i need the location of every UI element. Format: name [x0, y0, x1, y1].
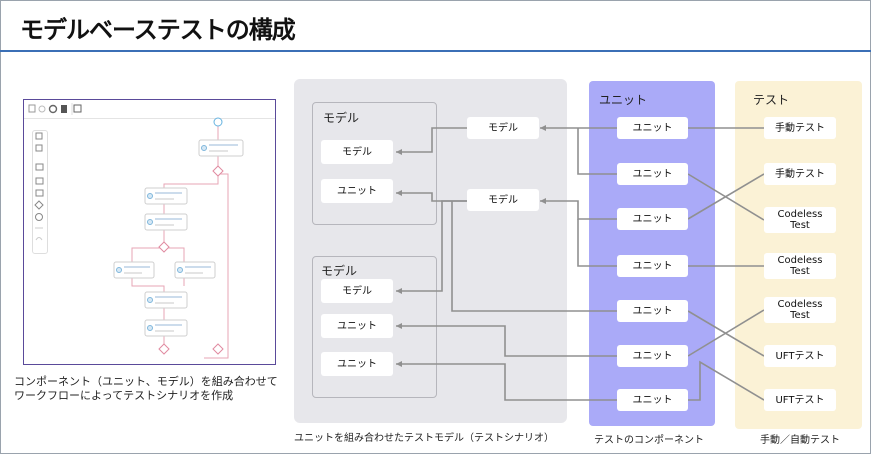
connector-unit6-to-test5 — [687, 309, 765, 357]
group2-model-box: モデル — [321, 279, 393, 303]
group2-unit-box-1: ユニット — [321, 314, 393, 338]
unit-box-1: ユニット — [617, 117, 688, 139]
connector-unit2-to-model1 — [577, 128, 617, 175]
screenshot-workflow-drawing — [28, 103, 244, 359]
test-box-uft-1: UFTテスト — [764, 345, 836, 367]
test-box-uft-2: UFTテスト — [764, 389, 836, 411]
connector-model2-to-group2-model — [396, 200, 467, 292]
test-area-footer: 手動／自動テスト — [760, 435, 840, 446]
caption-line-2: ワークフローによってテストシナリオを作成 — [14, 389, 234, 402]
test-box-codeless-1: Codeless Test — [764, 207, 836, 233]
screenshot-palette — [32, 130, 48, 254]
group1-unit-box: ユニット — [321, 179, 393, 203]
connector-unit3-to-test2 — [687, 173, 765, 220]
unit-box-4: ユニット — [617, 255, 688, 277]
model-group-2 — [312, 256, 437, 398]
model-area-footer: ユニットを組み合わせたテストモデル（テストシナリオ） — [294, 433, 554, 444]
unit-box-7: ユニット — [617, 389, 688, 411]
model-group-2-title: モデル — [321, 264, 358, 278]
middle-model-box-2: モデル — [467, 189, 539, 211]
test-box-manual-2: 手動テスト — [764, 163, 836, 185]
model-group-1-title: モデル — [323, 111, 360, 125]
connector-unit7-to-test7 — [688, 360, 765, 401]
connector-unit5-to-model2 — [451, 201, 617, 312]
group2-unit-box-2: ユニット — [321, 352, 393, 376]
connector-unit3-to-model2 — [540, 200, 617, 220]
connector-unit6-to-group2-unit1 — [396, 325, 617, 357]
unit-box-3: ユニット — [617, 208, 688, 230]
workflow-screenshot — [23, 99, 276, 365]
unit-box-6: ユニット — [617, 345, 688, 367]
title-rule — [0, 50, 871, 52]
connector-unit4-to-model2 — [577, 219, 617, 267]
test-panel-title: テスト — [753, 93, 790, 107]
unit-area-footer: テストのコンポーネント — [594, 435, 704, 446]
unit-box-2: ユニット — [617, 163, 688, 185]
group1-model-box: モデル — [321, 140, 393, 164]
test-box-codeless-2: Codeless Test — [764, 253, 836, 279]
connector-unit7-to-group2-unit2 — [396, 363, 617, 401]
screenshot-toolbar — [24, 100, 275, 119]
slide-title: モデルベーステストの構成 — [20, 16, 296, 44]
unit-box-5: ユニット — [617, 300, 688, 322]
caption-line-1: コンポーネント（ユニット、モデル）を組み合わせて — [14, 375, 278, 388]
connector-model2-to-group1-unit — [396, 192, 467, 202]
test-box-codeless-3: Codeless Test — [764, 297, 836, 323]
connector-model1-to-group1-model — [396, 127, 467, 153]
test-box-manual-1: 手動テスト — [764, 117, 836, 139]
model-group-1 — [312, 102, 437, 225]
middle-model-box-1: モデル — [467, 117, 539, 139]
unit-panel-title: ユニット — [599, 93, 648, 107]
